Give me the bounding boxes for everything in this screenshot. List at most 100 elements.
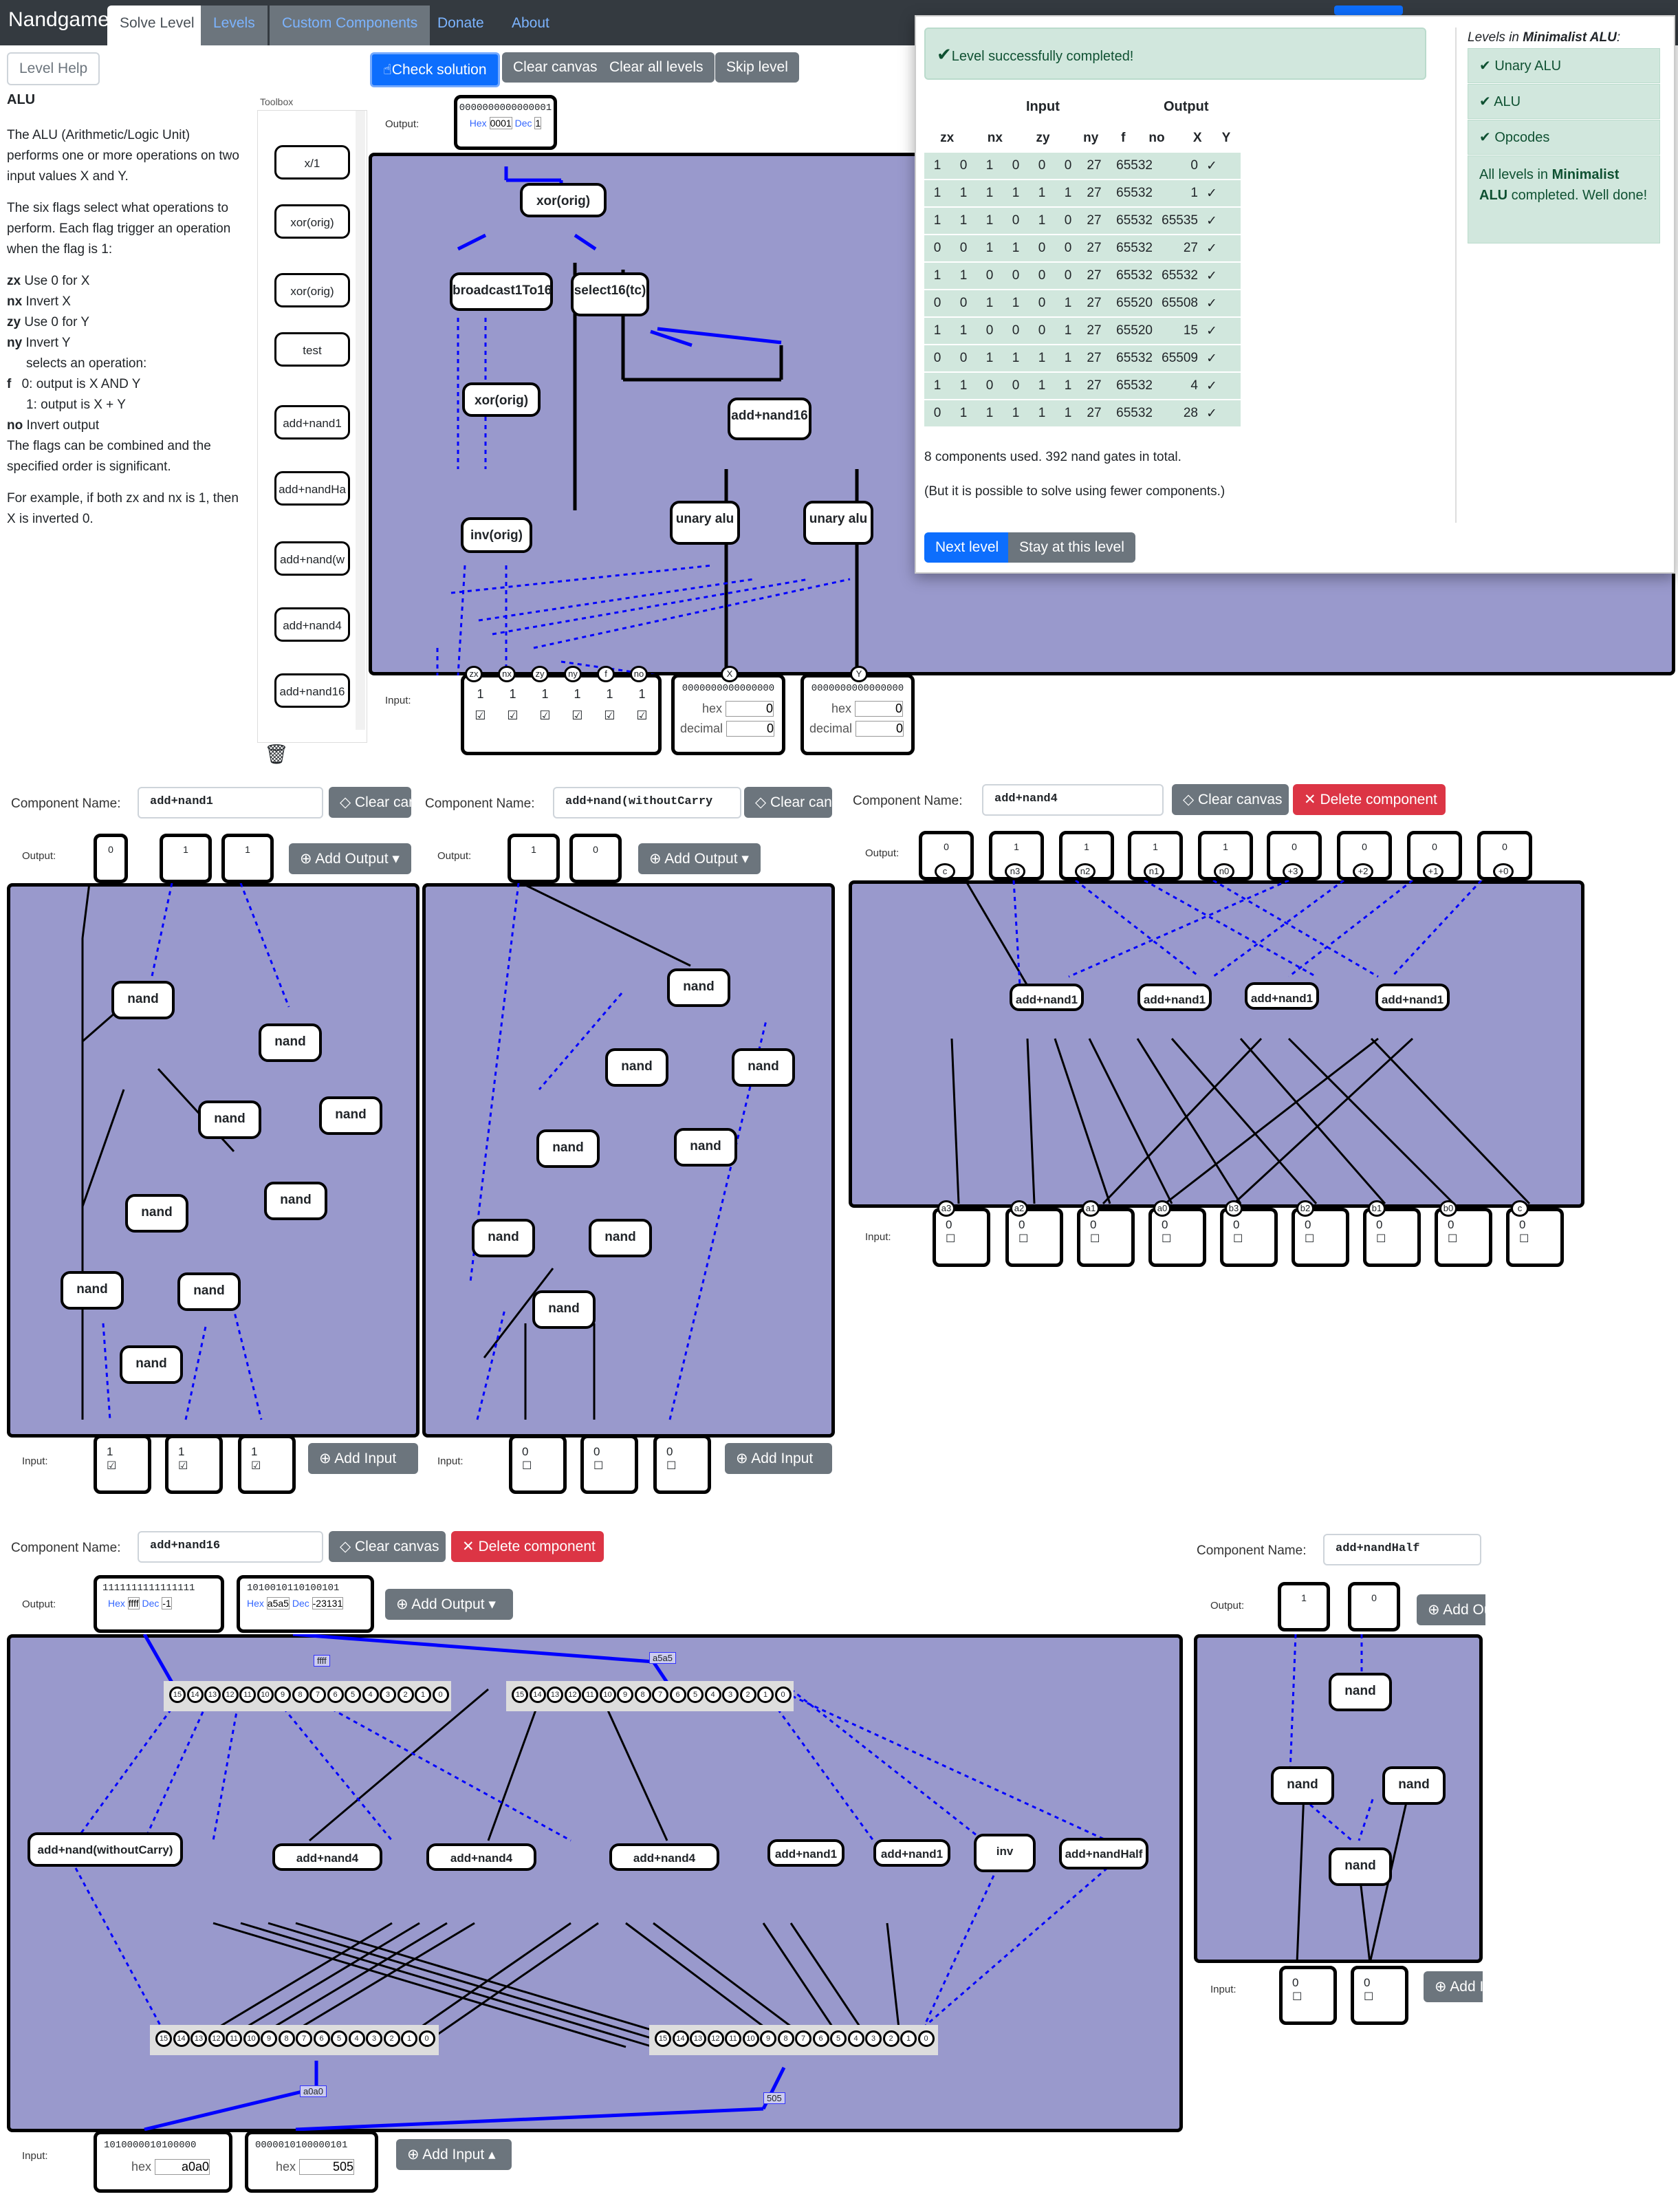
component-name-input[interactable]: add+nand16 xyxy=(138,1531,323,1563)
input-box-e3[interactable]: 0☐b2 xyxy=(1292,1200,1349,1267)
level-help-button[interactable]: Level Help xyxy=(7,52,100,85)
nand-gate[interactable]: nand xyxy=(1271,1766,1334,1805)
input-box-e1-a[interactable]: 1☑ xyxy=(94,1435,151,1494)
skip-level-button[interactable]: Skip level xyxy=(715,52,799,83)
toolbox-item[interactable]: test xyxy=(274,332,350,367)
component-name-input[interactable]: add+nand4 xyxy=(982,784,1164,816)
unary-alu-component-2[interactable]: unary alu xyxy=(803,501,873,545)
clear-all-levels-button[interactable]: Clear all levels xyxy=(598,52,715,83)
input-box-e3[interactable]: 0☐c xyxy=(1506,1200,1564,1267)
check-solution-button[interactable]: ☝Check solution xyxy=(370,52,500,87)
clear-canvas-button-e2[interactable]: ◇ Clear canvas xyxy=(744,787,855,818)
nand-gate[interactable]: nand xyxy=(472,1219,535,1257)
input-box-e4-b[interactable]: 0000010100000101 hex 505 xyxy=(245,2131,378,2193)
add-nand1-component[interactable]: add+nand1 xyxy=(1010,984,1084,1011)
input-box-e3[interactable]: 0☐a0 xyxy=(1148,1200,1206,1267)
add-nand1-component[interactable]: add+nand1 xyxy=(767,1839,845,1867)
toolbox-item[interactable]: x/1 xyxy=(274,145,350,180)
toolbox-scrollbar[interactable] xyxy=(356,111,365,730)
toolbox-item[interactable]: add+nand16 xyxy=(274,673,350,708)
nand-gate[interactable]: nand xyxy=(1382,1766,1446,1805)
add-output-button-e5[interactable]: ⊕ Add Output xyxy=(1417,1594,1516,1625)
nand-gate[interactable]: nand xyxy=(674,1128,737,1167)
component-name-input[interactable]: add+nand1 xyxy=(138,787,323,818)
input-box-e5-b[interactable]: 0☐ xyxy=(1351,1966,1408,2025)
nand-gate[interactable]: nand xyxy=(605,1048,668,1087)
add-nand1-component[interactable]: add+nand1 xyxy=(1375,984,1450,1011)
add-nand16-component[interactable]: add+nand16 xyxy=(728,398,811,440)
y-input-box[interactable]: 0000000000000000 hex 0 decimal 0 xyxy=(800,674,915,755)
add-input-button-e5[interactable]: ⊕ Add Input xyxy=(1424,1971,1512,2002)
nand-gate[interactable]: nand xyxy=(125,1194,188,1233)
inv-orig-component[interactable]: inv(orig) xyxy=(461,517,532,553)
nand-gate[interactable]: nand xyxy=(732,1048,795,1087)
add-nand4-component[interactable]: add+nand4 xyxy=(609,1843,719,1871)
input-box-e1-c[interactable]: 1☑ xyxy=(238,1435,296,1494)
brand-logo[interactable]: Nandgame xyxy=(8,8,109,31)
add-input-button-e2[interactable]: ⊕ Add Input xyxy=(725,1443,832,1474)
level-item-opcodes[interactable]: ✔ Opcodes xyxy=(1468,120,1660,155)
level-item-alu[interactable]: ✔ ALU xyxy=(1468,84,1660,119)
xor-orig-component[interactable]: xor(orig) xyxy=(520,183,607,217)
input-box-e3[interactable]: 0☐a3 xyxy=(933,1200,990,1267)
nand-gate[interactable]: nand xyxy=(259,1023,322,1062)
stay-button[interactable]: Stay at this level xyxy=(1008,532,1135,563)
input-box-e4-a[interactable]: 1010000010100000 hex a0a0 xyxy=(94,2131,232,2193)
select16-component[interactable]: select16(tc) xyxy=(571,272,649,316)
add-nand1-component[interactable]: add+nand1 xyxy=(1137,984,1212,1011)
nand-gate[interactable]: nand xyxy=(61,1271,124,1310)
flag-checkboxes[interactable]: ☑☑☑☑☑☑ xyxy=(475,708,648,722)
tab-custom-components[interactable]: Custom Components xyxy=(270,6,431,45)
input-box-e2-c[interactable]: 0☐ xyxy=(653,1435,711,1494)
nand-gate[interactable]: nand xyxy=(589,1219,652,1257)
tab-levels[interactable]: Levels xyxy=(201,6,268,45)
add-nandhalf-component[interactable]: add+nandHalf xyxy=(1059,1838,1148,1869)
nand-gate[interactable]: nand xyxy=(1329,1847,1392,1886)
level-item-unary-alu[interactable]: ✔ Unary ALU xyxy=(1468,48,1660,83)
next-level-button[interactable]: Next level xyxy=(924,532,1010,563)
toolbox-item[interactable]: add+nand(w xyxy=(274,541,350,576)
delete-component-button-e4[interactable]: ✕ Delete component xyxy=(451,1531,604,1562)
delete-component-button-e3[interactable]: ✕ Delete component xyxy=(1293,784,1446,815)
broadcast1to16-component[interactable]: broadcast1To16 xyxy=(450,272,553,311)
toolbox-item[interactable]: add+nand4 xyxy=(274,607,350,642)
input-box-e5-a[interactable]: 0☐ xyxy=(1279,1966,1337,2025)
component-name-input[interactable]: add+nandHalf xyxy=(1323,1534,1481,1565)
nav-blue-button[interactable] xyxy=(1334,6,1403,15)
editor-canvas-e1[interactable] xyxy=(7,883,420,1438)
clear-canvas-button-e4[interactable]: ◇ Clear canvas xyxy=(329,1531,446,1562)
nand-gate[interactable]: nand xyxy=(1329,1673,1392,1711)
input-box-e2-a[interactable]: 0☐ xyxy=(509,1435,567,1494)
tab-solve-level[interactable]: Solve Level xyxy=(107,6,207,45)
toolbox-item[interactable]: add+nand1 xyxy=(274,405,350,440)
nand-gate[interactable]: nand xyxy=(111,981,175,1019)
xor-orig-component-2[interactable]: xor(orig) xyxy=(462,382,541,417)
component-name-input[interactable]: add+nand(withoutCarry xyxy=(553,787,741,818)
tab-donate[interactable]: Donate xyxy=(437,15,484,31)
nand-gate[interactable]: nand xyxy=(532,1290,596,1329)
input-box-e3[interactable]: 0☐a1 xyxy=(1077,1200,1135,1267)
input-box-e3[interactable]: 0☐b3 xyxy=(1220,1200,1278,1267)
nand-gate[interactable]: nand xyxy=(198,1100,261,1139)
tab-about[interactable]: About xyxy=(512,15,549,31)
input-box-e2-b[interactable]: 0☐ xyxy=(580,1435,638,1494)
add-output-button-e2[interactable]: ⊕ Add Output ▾ xyxy=(638,843,761,874)
nand-gate[interactable]: nand xyxy=(667,968,730,1007)
nand-gate[interactable]: nand xyxy=(264,1182,327,1220)
clear-canvas-button-e3[interactable]: ◇ Clear canvas xyxy=(1172,784,1289,815)
nand-gate[interactable]: nand xyxy=(120,1345,183,1384)
add-nand-withoutcarry-component[interactable]: add+nand(withoutCarry) xyxy=(28,1832,183,1867)
add-nand1-component[interactable]: add+nand1 xyxy=(873,1839,950,1867)
clear-canvas-button-e1[interactable]: ◇ Clear canvas xyxy=(329,787,439,818)
input-box-e3[interactable]: 0☐b0 xyxy=(1435,1200,1492,1267)
x-input-box[interactable]: 0000000000000000 hex 0 decimal 0 xyxy=(671,674,785,755)
input-box-e3[interactable]: 0☐a2 xyxy=(1005,1200,1063,1267)
add-nand1-component[interactable]: add+nand1 xyxy=(1245,982,1319,1010)
editor-canvas-e2[interactable] xyxy=(422,883,835,1438)
add-input-button-e4[interactable]: ⊕ Add Input ▴ xyxy=(396,2139,512,2170)
input-box-e1-b[interactable]: 1☑ xyxy=(165,1435,223,1494)
add-nand4-component[interactable]: add+nand4 xyxy=(272,1843,382,1871)
clear-canvas-button[interactable]: Clear canvas xyxy=(502,52,609,83)
toolbox-item[interactable]: add+nandHa xyxy=(274,471,350,506)
inv-component[interactable]: inv xyxy=(974,1834,1036,1872)
